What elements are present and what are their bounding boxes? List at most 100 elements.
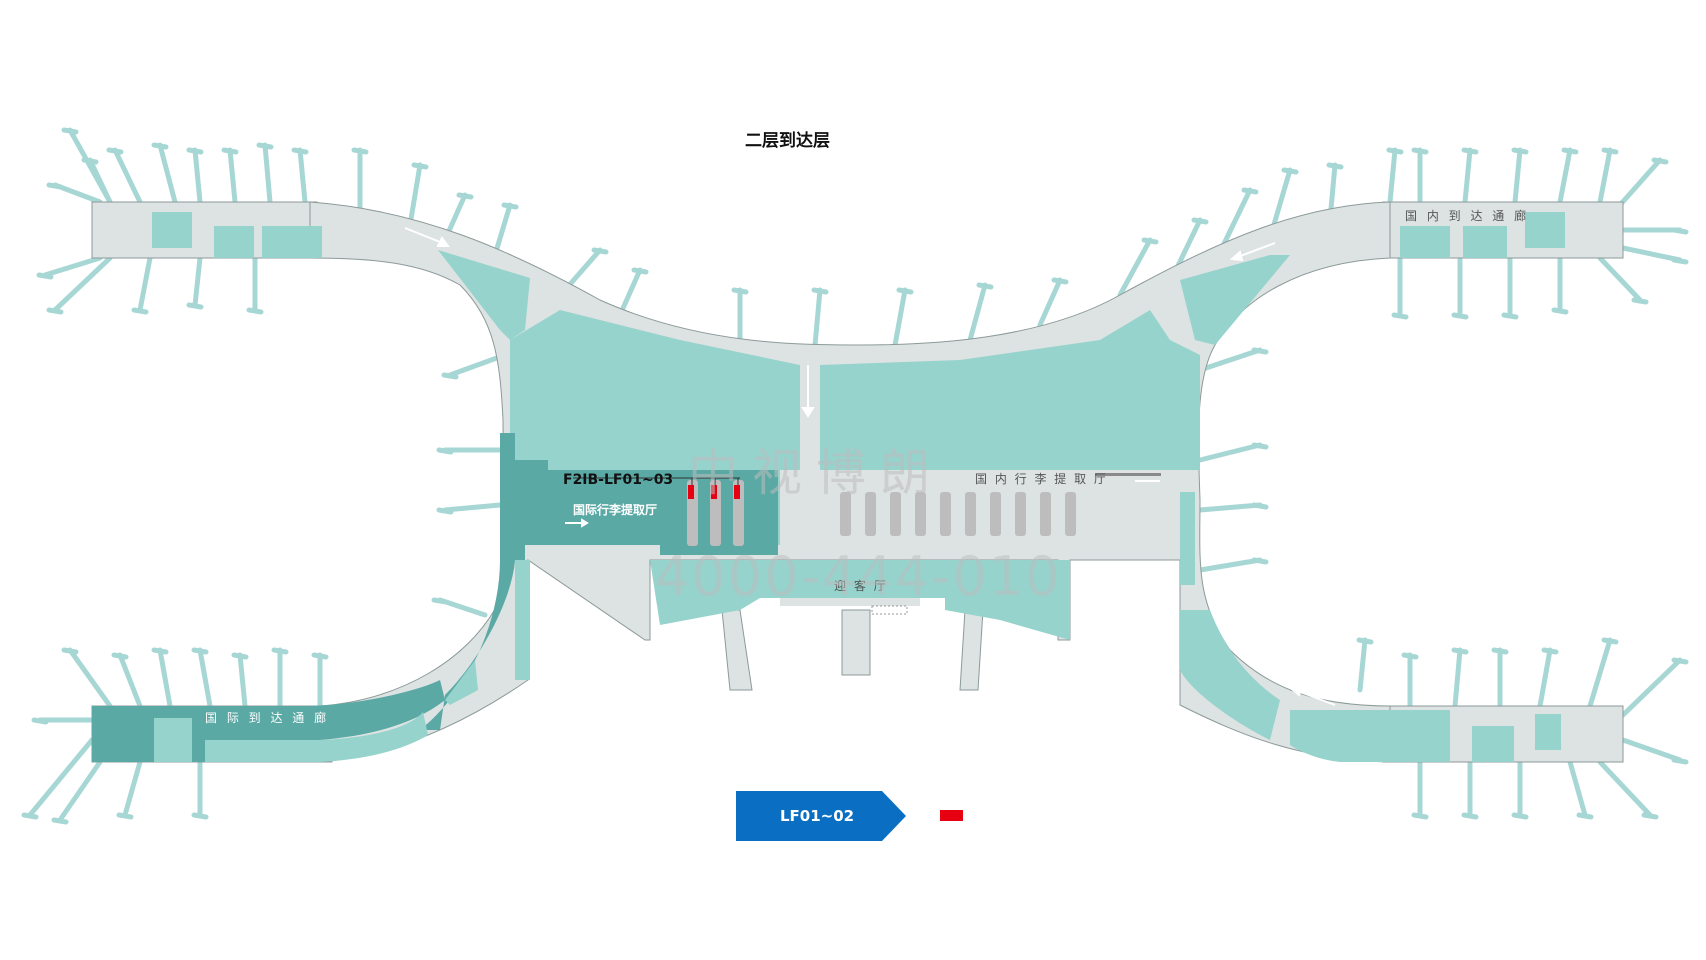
gate-bridge	[1567, 759, 1594, 820]
gate-bridge	[967, 282, 994, 343]
gate-bridge	[431, 597, 488, 618]
gate-bridge	[1356, 637, 1374, 693]
gate-bridge	[111, 652, 143, 709]
gate-bridge	[1617, 157, 1669, 208]
gate-bridge	[731, 287, 749, 343]
gate-bridge	[1587, 637, 1619, 709]
gate-bridge	[1620, 245, 1689, 265]
greeting-hall-label: 迎 客 厅	[834, 578, 888, 593]
gate-bridge	[46, 255, 113, 315]
domestic-carousel	[990, 492, 1001, 536]
ad-marker-lf02[interactable]	[711, 485, 717, 499]
gate-bridge	[1461, 759, 1479, 820]
gate-bridge	[1411, 759, 1429, 820]
intl-corridor-label: 国 际 到 达 通 廊	[205, 710, 329, 725]
ad-code-label: F2IB-LF01~03	[563, 472, 673, 488]
gate-bridge	[231, 652, 249, 709]
domestic-baggage-hall-label: 国 内 行 李 提 取 厅	[975, 471, 1108, 486]
ad-marker-lf03[interactable]	[734, 485, 740, 499]
escalator	[871, 605, 908, 615]
gate-bridge	[562, 247, 609, 293]
domestic-carousel	[1015, 492, 1026, 536]
gate-bridge	[1597, 759, 1659, 820]
domestic-carousel	[890, 492, 901, 536]
gate-bridge	[1620, 657, 1689, 718]
intl-carousels	[573, 477, 744, 546]
legend: LF01~02	[736, 791, 963, 841]
gate-bridge	[186, 255, 204, 310]
gate-bridge	[1501, 255, 1519, 320]
gate-bridge	[436, 502, 503, 515]
gate-bridge	[1537, 647, 1559, 709]
gate-bridge	[61, 127, 113, 205]
gate-bridge	[1557, 147, 1579, 205]
gate-bridge	[191, 759, 209, 820]
gate-bridge	[21, 737, 95, 820]
domestic-carousel	[915, 492, 926, 536]
gate-bridge	[1451, 647, 1469, 709]
gate-bridge	[311, 652, 329, 709]
legend-label: LF01~02	[780, 807, 854, 825]
gate-bridge	[1620, 227, 1689, 235]
gate-bridge	[1597, 255, 1649, 305]
gate-bridge	[407, 162, 429, 228]
gate-bridge	[492, 202, 519, 258]
gate-bridge	[246, 255, 264, 315]
gate-bridge	[1172, 217, 1209, 275]
gate-bridge	[131, 255, 153, 315]
gate-bridge	[271, 647, 289, 709]
gate-bridge	[191, 647, 213, 709]
gate-bridge	[1217, 187, 1259, 255]
gate-bridge	[1620, 737, 1689, 765]
conveyor-bar	[1095, 473, 1161, 476]
gate-bridge	[351, 147, 369, 213]
gate-bridge	[436, 447, 503, 455]
gate-bridge	[221, 147, 239, 205]
ad-marker-lf01[interactable]	[688, 485, 694, 499]
gate-bridge	[31, 717, 95, 725]
domestic-carousel	[865, 492, 876, 536]
intl-baggage-hall-label: 国际行李提取厅	[573, 502, 657, 517]
gate-bridge	[1117, 237, 1159, 298]
gate-bridge	[1197, 442, 1269, 463]
gate-bridge	[1386, 147, 1404, 205]
gate-bridge	[1461, 147, 1479, 205]
domestic-carousel	[940, 492, 951, 536]
domestic-carousel	[840, 492, 851, 536]
gate-bridge	[1391, 255, 1409, 320]
domestic-carousel	[1065, 492, 1076, 536]
gate-bridge	[61, 647, 113, 709]
gate-bridge	[151, 142, 178, 205]
gate-bridge	[151, 647, 173, 709]
gate-bridge	[441, 352, 508, 380]
watermark-phone: 4000-444-010	[655, 545, 1062, 608]
gate-bridge	[1197, 347, 1269, 373]
gate-bridge	[1511, 147, 1529, 205]
gate-bridge	[256, 142, 274, 205]
map-title: 二层到达层	[745, 130, 830, 151]
domestic-carousel	[1040, 492, 1051, 536]
domestic-carousel	[965, 492, 976, 536]
gate-bridge	[1197, 502, 1269, 513]
gate-bridge	[1411, 147, 1429, 205]
domestic-corridor-label: 国 内 到 达 通 廊	[1405, 208, 1529, 223]
legend-marker	[940, 810, 963, 821]
flow-arrows	[404, 227, 1336, 706]
watermark-brand: 中视博朗	[688, 444, 944, 502]
gate-arms	[21, 127, 1689, 825]
gate-bridge	[106, 147, 143, 205]
gate-bridge	[1197, 557, 1269, 573]
domestic-carousels	[840, 492, 1076, 536]
gate-bridge	[1491, 647, 1509, 709]
gate-bridge	[116, 759, 143, 820]
teal-zones	[92, 212, 1565, 762]
gate-bridge	[811, 287, 829, 348]
gate-bridge	[892, 287, 914, 348]
gate-bridge	[1451, 255, 1469, 320]
gate-bridge	[617, 267, 649, 318]
legend-badge	[736, 791, 906, 841]
gate-bridge	[1511, 759, 1529, 820]
gate-bridge	[1401, 652, 1419, 709]
gate-bridge	[36, 255, 103, 280]
